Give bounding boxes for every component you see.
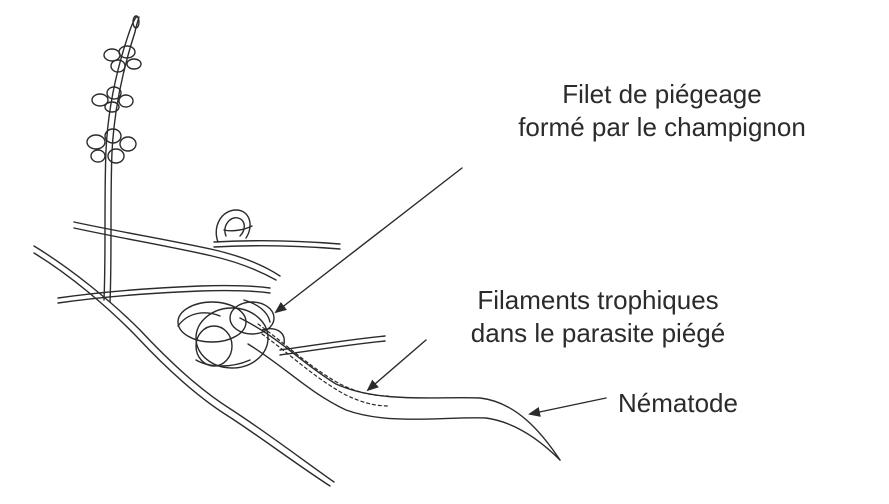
- conidia-middle: [92, 87, 133, 112]
- right-hypha: [280, 336, 385, 355]
- nematode-arrow: [530, 398, 606, 414]
- upper-hypha: [74, 222, 340, 280]
- filaments-label: Filaments trophiques dans le parasite pi…: [428, 284, 768, 350]
- small-trap-loops: [216, 210, 252, 242]
- conidia-top: [104, 16, 141, 72]
- net-label: Filet de piégeage formé par le champigno…: [462, 78, 862, 144]
- main-hypha: [34, 246, 334, 486]
- net-label-line1: Filet de piégeage: [462, 78, 862, 111]
- filaments-arrow: [368, 340, 426, 390]
- lower-left-hypha: [58, 286, 270, 303]
- filaments-label-line2: dans le parasite piégé: [428, 317, 768, 350]
- nematode-label: Nématode: [618, 387, 738, 420]
- net-label-line2: formé par le champignon: [462, 111, 862, 144]
- filaments-label-line1: Filaments trophiques: [428, 284, 768, 317]
